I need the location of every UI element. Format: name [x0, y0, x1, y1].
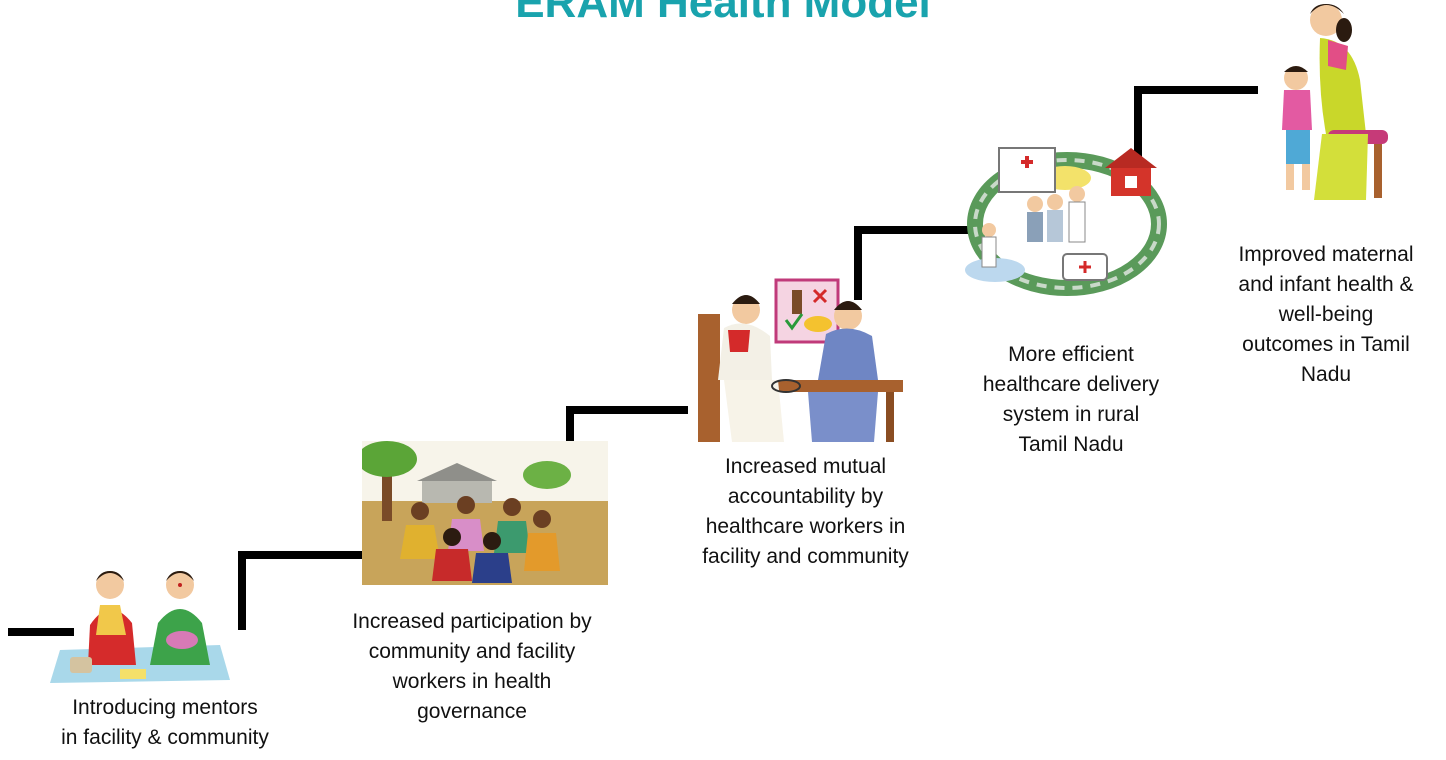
diagram-title: ERAM Health Model: [515, 0, 931, 27]
community-meeting-illustration: [362, 441, 608, 585]
caption-step-1: Introducing mentors in facility & commun…: [61, 696, 269, 749]
caption-step-4: More efficient healthcare delivery syste…: [982, 343, 1160, 456]
caption-step-5: Improved maternal and infant health & we…: [1238, 243, 1414, 386]
healthcare-system-illustration: [955, 142, 1170, 302]
stair-segment-2: [238, 551, 362, 630]
caption-step-3: Increased mutual accountability by healt…: [702, 455, 909, 568]
mother-child-illustration: [1256, 0, 1396, 210]
caption-step-2: Increased participation by community and…: [352, 610, 592, 723]
stair-segment-4: [854, 226, 978, 300]
stair-segment-5: [1134, 86, 1258, 158]
health-check-illustration: [688, 276, 903, 442]
mentors-illustration: [40, 565, 240, 690]
